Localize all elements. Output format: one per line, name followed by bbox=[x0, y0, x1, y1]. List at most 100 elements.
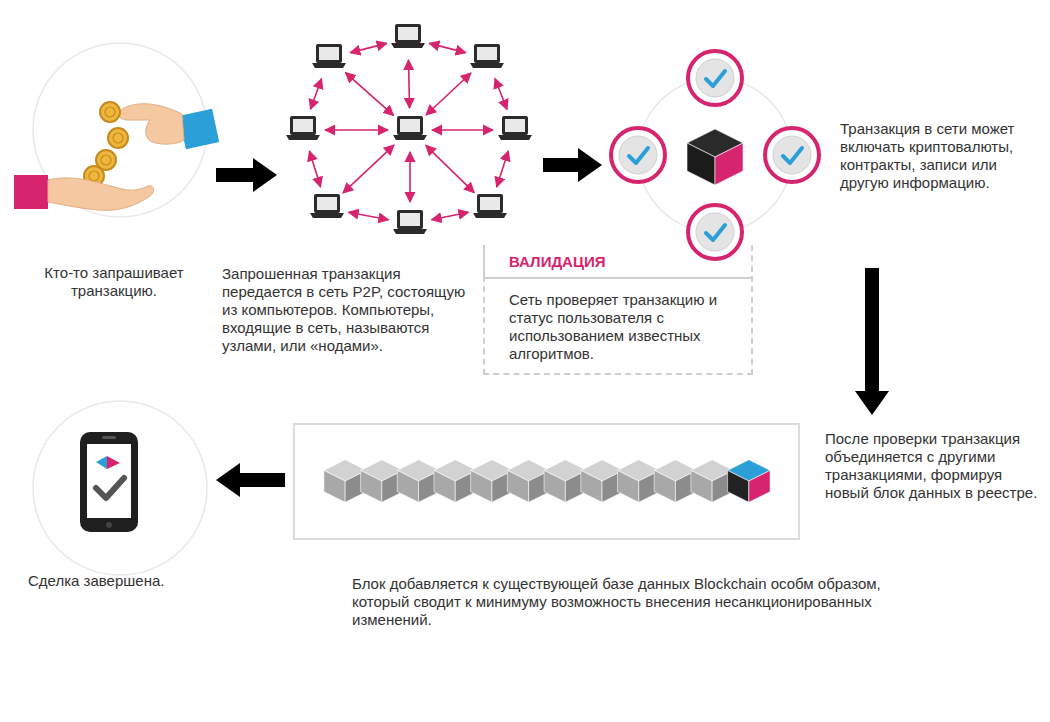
coin bbox=[108, 128, 128, 148]
cuff bbox=[179, 109, 219, 149]
p2p-link bbox=[325, 129, 388, 131]
p2p-link bbox=[408, 60, 409, 108]
check-mark bbox=[706, 225, 725, 240]
laptop-base bbox=[470, 63, 504, 68]
p2p-link bbox=[497, 151, 509, 187]
laptop-screen bbox=[502, 116, 528, 135]
laptop-base bbox=[310, 213, 344, 218]
step-description: Запрошенная транзакция передается в сеть… bbox=[222, 265, 477, 355]
step-description: Блок добавляется к существующей базе дан… bbox=[352, 575, 882, 629]
heading-rule bbox=[483, 245, 485, 277]
heading-rule bbox=[483, 277, 753, 279]
chain-block-cube bbox=[654, 460, 696, 502]
hands-illustration bbox=[14, 102, 219, 210]
laptop-display bbox=[400, 213, 420, 226]
cuff bbox=[14, 175, 48, 209]
laptop-base bbox=[473, 213, 507, 218]
chain-block-cube bbox=[581, 460, 623, 502]
p2p-network-art bbox=[285, 18, 535, 244]
coin-mark bbox=[89, 171, 99, 181]
cube-face bbox=[715, 143, 743, 185]
laptop-display bbox=[505, 119, 525, 132]
laptop-display bbox=[400, 119, 420, 132]
coin bbox=[100, 102, 120, 122]
laptop-display bbox=[477, 47, 497, 60]
laptop-base bbox=[393, 229, 427, 234]
cube-face bbox=[361, 470, 382, 502]
cube-face bbox=[544, 470, 565, 502]
complete-step-art bbox=[32, 400, 208, 576]
cube-face bbox=[324, 470, 345, 502]
p2p-link bbox=[309, 151, 320, 187]
complete-step: Сделка завершена. bbox=[32, 400, 208, 576]
cube-face bbox=[397, 470, 418, 502]
validation-circle: Транзакция в сети может включать криптов… bbox=[610, 50, 820, 260]
laptop-icon bbox=[286, 116, 320, 140]
laptop-screen bbox=[397, 210, 423, 229]
flow-arrow bbox=[216, 463, 285, 497]
chain-block-cube bbox=[397, 460, 439, 502]
p2p-link bbox=[432, 212, 469, 219]
laptop-base bbox=[391, 43, 425, 48]
phone-icon bbox=[80, 432, 138, 532]
p2p-link bbox=[432, 129, 493, 131]
check-badge bbox=[611, 128, 665, 182]
laptop-screen bbox=[395, 24, 421, 43]
p2p-link bbox=[429, 43, 465, 52]
step-description: После проверки транзакция объединяется с… bbox=[825, 430, 1049, 502]
laptop-icon bbox=[310, 194, 344, 218]
laptop-base bbox=[393, 135, 427, 140]
laptop-base bbox=[286, 135, 320, 140]
cube-face bbox=[434, 470, 455, 502]
request-step: Кто-то запрашивает транзакцию. bbox=[32, 42, 208, 218]
cube-face bbox=[728, 470, 749, 502]
check-mark bbox=[96, 478, 124, 498]
coin-mark bbox=[105, 107, 115, 117]
hand bbox=[48, 178, 154, 211]
check-mark bbox=[783, 148, 802, 163]
laptop-screen bbox=[316, 44, 342, 63]
chain-block-cube bbox=[617, 460, 659, 502]
laptop-icon bbox=[393, 210, 427, 234]
cube-face bbox=[691, 470, 712, 502]
chain-block-cube bbox=[544, 460, 586, 502]
step-description: Кто-то запрашивает транзакцию. bbox=[24, 264, 204, 300]
coin-mark bbox=[113, 133, 123, 143]
chain-block-cube bbox=[691, 460, 733, 502]
chain-block-cube bbox=[324, 460, 366, 502]
cube-face bbox=[507, 470, 528, 502]
block-cube bbox=[687, 129, 743, 185]
p2p-link bbox=[495, 79, 507, 110]
cube-face bbox=[471, 470, 492, 502]
ledger-chain-box: После проверки транзакция объединяется с… bbox=[293, 423, 800, 540]
check-badge bbox=[688, 51, 742, 105]
laptop-base bbox=[312, 63, 346, 68]
check-badge bbox=[688, 205, 742, 259]
laptop-icon bbox=[498, 116, 532, 140]
check-badge bbox=[765, 128, 819, 182]
step-circle bbox=[33, 401, 207, 575]
laptop-display bbox=[319, 47, 339, 60]
p2p-link bbox=[350, 43, 386, 52]
step-description: Сделка завершена. bbox=[28, 572, 208, 590]
chain-block-cube bbox=[507, 460, 549, 502]
laptop-icon bbox=[473, 194, 507, 218]
flow-arrow bbox=[543, 148, 602, 182]
p2p-link bbox=[345, 73, 393, 116]
chain-block-cube bbox=[471, 460, 513, 502]
laptop-display bbox=[480, 197, 500, 210]
p2p-network: Запрошенная транзакция передается в сеть… bbox=[285, 18, 535, 244]
laptop-screen bbox=[290, 116, 316, 135]
cube-face bbox=[581, 470, 602, 502]
laptop-display bbox=[293, 119, 313, 132]
flow-arrow bbox=[855, 268, 889, 415]
p2p-link bbox=[409, 152, 411, 202]
p2p-link bbox=[426, 145, 474, 192]
request-step-art bbox=[32, 42, 208, 218]
p2p-link bbox=[310, 79, 321, 110]
p2p-link bbox=[343, 145, 394, 193]
ledger-chain-box-art bbox=[295, 425, 798, 538]
validation-box: ВАЛИДАЦИЯСеть проверяет транзакцию и ста… bbox=[483, 245, 753, 375]
check-mark bbox=[629, 148, 648, 163]
